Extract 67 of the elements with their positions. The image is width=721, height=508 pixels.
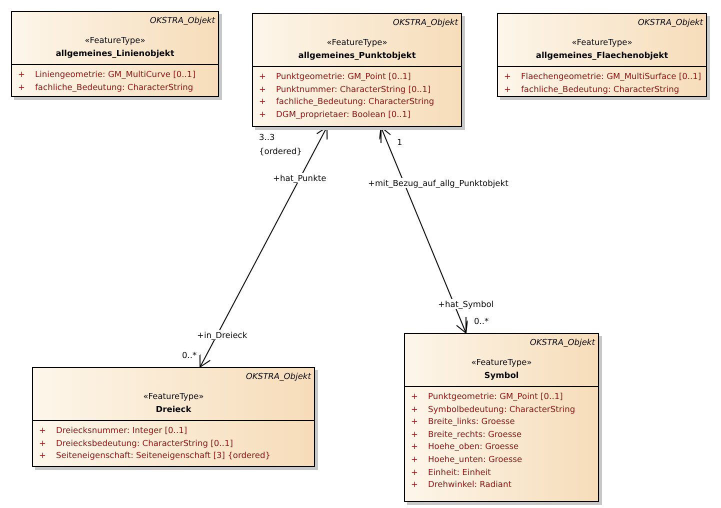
attribute-text: fachliche_Bedeutung: CharacterString (35, 82, 194, 92)
class-name: allgemeines_Flaechenobjekt (536, 50, 668, 60)
class-name: allgemeines_Punktobjekt (298, 50, 416, 60)
attribute-text: fachliche_Bedeutung: CharacterString (276, 96, 434, 106)
class-name: Symbol (484, 370, 519, 380)
visibility-mark: + (18, 69, 26, 79)
class-box (497, 13, 707, 97)
attribute-text: Punktgeometrie: GM_Point [0..1] (428, 391, 563, 401)
attribute-text: Punktgeometrie: GM_Point [0..1] (276, 71, 411, 81)
multiplicity-label: 0..* (473, 316, 490, 326)
visibility-mark: + (259, 84, 267, 94)
visibility-mark: + (411, 428, 419, 439)
multiplicity-label: {ordered} (258, 146, 303, 156)
attribute-text: DGM_proprietaer: Boolean [0..1] (276, 108, 410, 119)
attribute-text: Symbolbedeutung: CharacterString (428, 404, 576, 414)
attribute-text: Dreiecksnummer: Integer [0..1] (56, 425, 188, 435)
visibility-mark: + (39, 450, 47, 460)
multiplicity-label: 0..* (181, 350, 198, 360)
edge-label: +mit_Bezug_auf_allg_Punktobjekt (367, 178, 510, 188)
stereotype-label: «FeatureType» (572, 37, 632, 47)
visibility-mark: + (259, 108, 267, 119)
attribute-text: Seiteneigenschaft: Seiteneigenschaft [3] {ordered} (56, 450, 271, 460)
attribute-text: Hoehe_unten: Groesse (428, 454, 522, 464)
visibility-mark: + (259, 96, 267, 106)
visibility-mark: + (18, 82, 26, 92)
multiplicity-label: 1 (396, 137, 404, 147)
stereotype-label: «FeatureType» (84, 35, 146, 45)
visibility-mark: + (411, 391, 419, 401)
class-tag: OKSTRA_Objekt (392, 17, 458, 27)
attribute-text: Flaechengeometrie: GM_MultiSurface [0..1] (521, 71, 702, 81)
visibility-mark: + (259, 71, 267, 81)
class-box (404, 333, 599, 502)
attribute-text: Dreiecksbedeutung: CharacterString [0..1] (56, 438, 233, 448)
stereotype-label: «FeatureType» (471, 357, 532, 367)
visibility-mark: + (411, 479, 419, 490)
attribute-text: Breite_links: Groesse (428, 416, 515, 426)
attribute-text: Liniengeometrie: GM_MultiCurve [0..1] (35, 69, 196, 79)
visibility-mark: + (504, 71, 512, 81)
class-tag: OKSTRA_Objekt (150, 15, 215, 25)
visibility-mark: + (411, 416, 419, 426)
multiplicity-label: +hat_Symbol (437, 299, 495, 309)
multiplicity-label: +in_Dreieck (196, 330, 248, 340)
attribute-text: Punktnummer: CharacterString [0..1] (276, 84, 431, 94)
attribute-text: Drehwinkel: Radiant (428, 479, 512, 490)
class-name: Dreieck (156, 404, 192, 414)
class-tag: OKSTRA_Objekt (246, 371, 311, 381)
class-name: allgemeines_Linienobjekt (56, 48, 174, 58)
class-box (32, 367, 315, 467)
visibility-mark: + (39, 438, 47, 448)
stereotype-label: «FeatureType» (143, 391, 204, 401)
attribute-text: Einheit: Einheit (428, 466, 491, 477)
attribute-text: fachliche_Bedeutung: CharacterString (521, 84, 680, 94)
visibility-mark: + (411, 404, 419, 414)
visibility-mark: + (411, 441, 419, 452)
attribute-text: Hoehe_oben: Groesse (428, 441, 519, 452)
visibility-mark: + (411, 466, 419, 477)
class-tag: OKSTRA_Objekt (638, 17, 703, 27)
visibility-mark: + (39, 425, 47, 435)
visibility-mark: + (411, 454, 419, 464)
class-box (11, 11, 219, 97)
multiplicity-label: 3..3 (258, 132, 276, 142)
class-box (252, 13, 462, 127)
visibility-mark: + (504, 84, 512, 94)
stereotype-label: «FeatureType» (326, 37, 388, 47)
edge-label: +hat_Punkte (272, 173, 328, 183)
attribute-text: Breite_rechts: Groesse (428, 428, 522, 439)
class-tag: OKSTRA_Objekt (530, 337, 595, 347)
